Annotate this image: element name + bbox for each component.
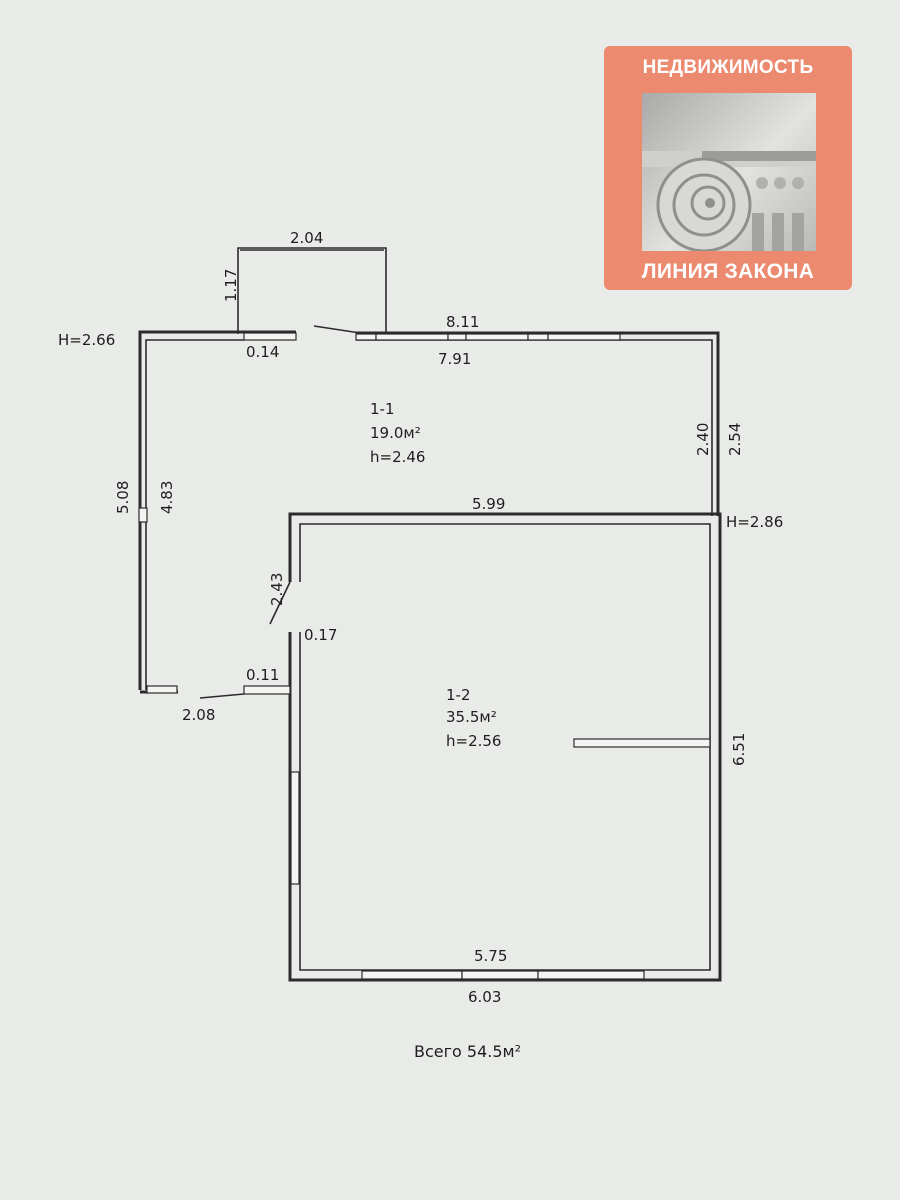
- dim-left-outer: 5.08: [114, 481, 132, 514]
- dim-right-outer: 2.54: [726, 423, 744, 456]
- dim-room2-top: 5.99: [472, 495, 505, 513]
- dim-bottom-left: 2.08: [182, 706, 215, 724]
- height-right: H=2.86: [726, 513, 783, 531]
- dim-room2-right: 6.51: [730, 733, 748, 766]
- dim-vestibule-side: 1.17: [222, 269, 240, 302]
- dim-pier-bottom: 0.11: [246, 666, 279, 684]
- dim-right-inner: 2.40: [694, 423, 712, 456]
- room-1-2-area: 35.5м²: [446, 708, 497, 726]
- room-1-1-label: 1-1 19.0м² h=2.46: [370, 400, 425, 466]
- room-1-1-walls: [138, 330, 720, 694]
- dimension-labels: 2.04 1.17 8.11 7.91 0.14 2.40 2.54 5.08 …: [114, 229, 748, 1006]
- total-area: Всего 54.5м²: [414, 1042, 521, 1061]
- vestibule-outline: [237, 247, 387, 337]
- room-1-1-area: 19.0м²: [370, 424, 421, 442]
- logo-top-text: НЕДВИЖИМОСТЬ: [642, 57, 814, 78]
- height-left: H=2.66: [58, 331, 115, 349]
- dim-diag-wall: 2.43: [268, 573, 286, 606]
- room-1-2-label: 1-2 35.5м² h=2.56: [446, 686, 501, 750]
- dim-left-inner: 4.83: [158, 481, 176, 514]
- room-1-2-height: h=2.56: [446, 732, 501, 750]
- ionic-column-capital-icon: [642, 93, 816, 251]
- room-1-2-id: 1-2: [446, 686, 471, 704]
- room-1-1-height: h=2.46: [370, 448, 425, 466]
- dim-top-inner: 7.91: [438, 350, 471, 368]
- dim-top-outer: 8.11: [446, 313, 479, 331]
- room-1-2-walls: [199, 512, 722, 982]
- dim-room2-bottom-outer: 6.03: [468, 988, 501, 1006]
- dim-vestibule-top: 2.04: [290, 229, 323, 247]
- dim-room2-bottom-inner: 5.75: [474, 947, 507, 965]
- logo-bottom-text: ЛИНИЯ ЗАКОНА: [641, 260, 815, 283]
- company-logo: НЕДВИЖИМОСТЬ ЛИНИЯ ЗАКОНА: [604, 46, 852, 290]
- room-1-1-id: 1-1: [370, 400, 395, 418]
- dim-wall-stub: 0.14: [246, 343, 279, 361]
- partition: [573, 738, 711, 748]
- dim-pier-top: 0.17: [304, 626, 337, 644]
- pier-bottom: [243, 685, 291, 695]
- wall-stub: [243, 332, 297, 341]
